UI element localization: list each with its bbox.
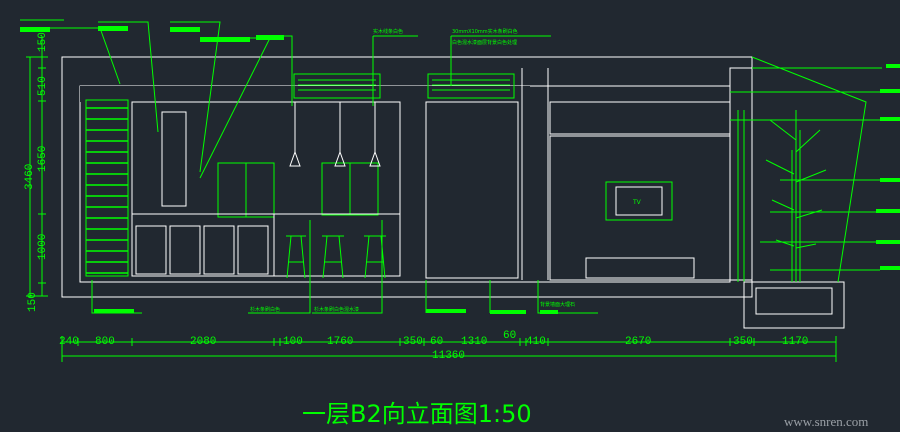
dim-h-350-b: 350 [733,336,753,348]
dim-h-total: 11360 [432,350,465,362]
dim-v-total: 3460 [24,164,36,190]
dim-h-2670: 2670 [625,336,651,348]
dim-v-1000: 1000 [37,234,49,260]
dim-v-1650: 1650 [37,146,49,172]
note-wood-trim: 实木线条白色 [373,28,403,35]
note-wood-strip-line2: 白色混水漆面层背景白色处理 [452,39,517,46]
note-fir-strip: 杉木条刷白色 [250,306,280,313]
pendant-lamps [289,102,381,167]
dim-h-2080: 2080 [190,336,216,348]
tv-label: TV [632,199,642,206]
dim-h-1760: 1760 [327,336,353,348]
note-fir-strip-paint: 杉木条刷白色混水漆 [314,306,359,313]
left-slat-panel [85,99,129,277]
horizontal-dimensions: 240 800 2080 100 1760 350 60 1310 60 410… [59,330,837,362]
dim-h-1170: 1170 [782,336,808,348]
dim-h-60-b: 60 [503,330,516,342]
dim-h-800: 800 [95,336,115,348]
dim-v-150-bottom: 150 [27,292,39,312]
drawing-title: 一层B2向立面图1:50 [302,400,532,428]
dim-h-60-a: 60 [430,336,443,348]
note-marble-wall: 背景墙面大理石 [540,301,575,308]
mirror-strip [161,111,187,207]
dim-h-410: 410 [526,336,546,348]
tv-wall: TV [521,67,753,282]
bar-stools [286,235,386,279]
watermark: www.snren.com [784,414,868,429]
glass-partition [425,101,519,279]
wall-structure [61,56,753,298]
tiled-wall [131,101,401,215]
dim-h-1310: 1310 [461,336,487,348]
dim-h-100: 100 [283,336,303,348]
leader-lines [20,19,900,314]
vertical-dimensions: 150 510 1650 1000 150 3460 [24,32,49,312]
dim-h-240: 240 [59,336,79,348]
dim-h-350-a: 350 [403,336,423,348]
planter-with-bamboo [743,56,867,329]
dim-v-150-top: 150 [37,32,49,52]
dim-v-510: 510 [37,76,49,96]
note-wood-strip-line1: 30mmX10mm实木条刷白色 [452,28,518,35]
lower-cabinet [131,213,401,277]
air-vents [293,73,515,99]
wall-cabinet [217,162,379,218]
